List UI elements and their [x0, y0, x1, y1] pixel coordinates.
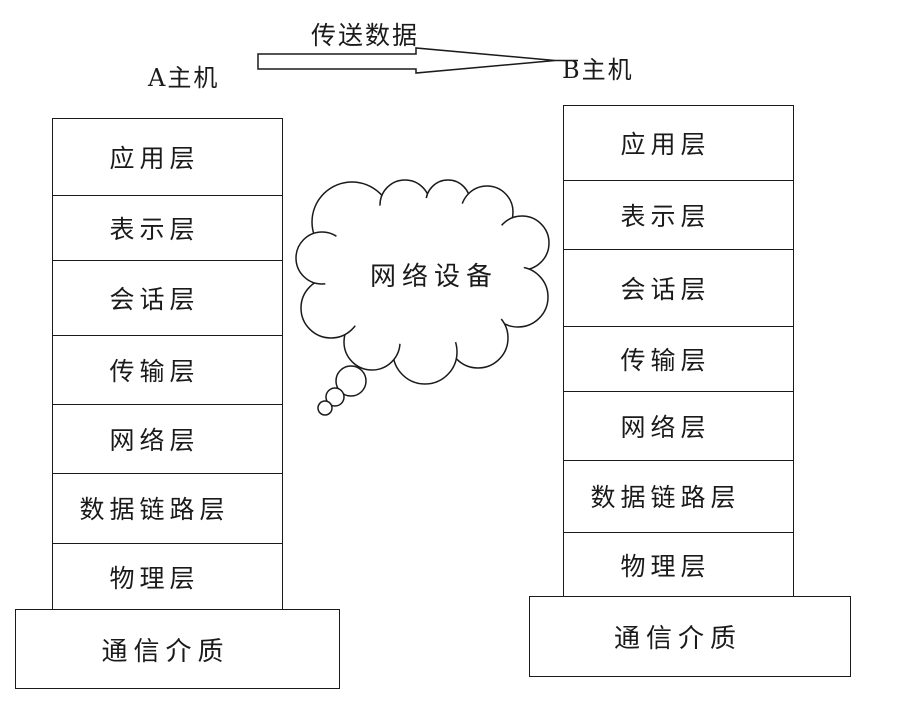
layer-box-datalink: 数据链路层 — [53, 474, 282, 544]
host-a-layer-stack: 应用层 表示层 会话层 传输层 网络层 数据链路层 物理层 — [52, 118, 283, 610]
host-b-medium-box: 通信介质 — [529, 596, 851, 677]
layer-box-presentation: 表示层 — [53, 196, 282, 261]
layer-box-session: 会话层 — [53, 261, 282, 336]
network-cloud-icon — [295, 179, 550, 416]
host-b-label: B主机 — [562, 56, 634, 84]
host-b-layer-stack: 应用层 表示层 会话层 传输层 网络层 数据链路层 物理层 — [563, 105, 794, 597]
layer-box-network: 网络层 — [564, 392, 793, 461]
layer-box-network: 网络层 — [53, 405, 282, 474]
host-a-label: A主机 — [148, 64, 220, 92]
host-a-medium-box: 通信介质 — [15, 609, 340, 689]
layer-box-presentation: 表示层 — [564, 181, 793, 250]
layer-box-application: 应用层 — [564, 106, 793, 181]
layer-box-transport: 传输层 — [53, 336, 282, 405]
layer-box-datalink: 数据链路层 — [564, 461, 793, 533]
layer-box-physical: 物理层 — [620, 551, 711, 581]
layer-box-transport: 传输层 — [564, 327, 793, 392]
transfer-data-label: 传送数据 — [310, 21, 419, 50]
layer-box-application: 应用层 — [53, 119, 282, 196]
network-device-label: 网络设备 — [369, 262, 498, 292]
layer-box-session: 会话层 — [564, 250, 793, 327]
layer-box-physical: 物理层 — [109, 563, 200, 593]
